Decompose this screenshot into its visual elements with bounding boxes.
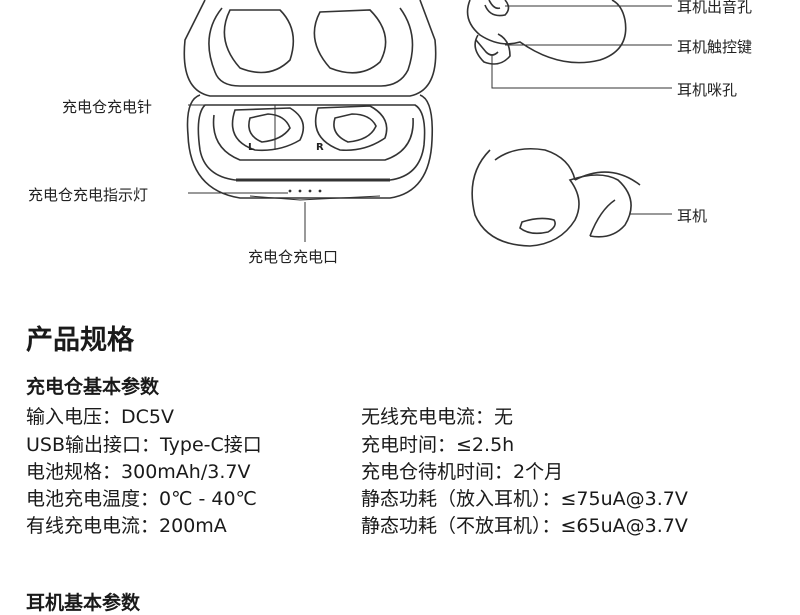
spec-key: 电池充电温度： [26,488,160,510]
spec-value: ≤65uA@3.7V [560,515,688,537]
label-indicator: 充电仓充电指示灯 [28,186,149,204]
left-mark: L [248,142,255,153]
spec-item-usb-port: USB输出接口：Type-C接口 [26,432,262,458]
spec-value: ≤75uA@3.7V [560,488,688,510]
label-ear-part: 耳机 [677,207,708,225]
case-base-drawing [186,94,434,201]
spec-key: 充电仓待机时间： [361,461,514,483]
case-params-title: 充电仓基本参数 [26,376,160,398]
spec-key: 静态功耗（不放耳机）： [361,515,561,537]
spec-value: ≤2.5h [456,434,515,456]
label-touch-key: 耳机触控键 [677,38,753,56]
spec-key: 电池规格： [26,461,122,483]
spec-item-input-voltage: 输入电压：DC5V [26,404,174,430]
earbud-top-drawing [466,0,627,65]
spec-item-wired-current: 有线充电电流：200mA [26,513,227,539]
spec-item-static-with-buds: 静态功耗（放入耳机）：≤75uA@3.7V [361,486,688,512]
spec-key: USB输出接口： [26,434,161,456]
spec-value: 无 [494,406,514,428]
earbud-params-title: 耳机基本参数 [26,592,141,614]
spec-key: 静态功耗（放入耳机）： [361,488,561,510]
spec-value: 300mAh/3.7V [121,461,251,483]
right-mark: R [316,142,324,153]
case-lid-drawing [183,0,437,97]
indicator-dots [288,189,322,193]
spec-value: 0℃ - 40℃ [159,488,257,510]
spec-value: Type-C接口 [160,434,262,456]
spec-value: DC5V [121,406,174,428]
spec-key: 充电时间： [361,434,457,456]
spec-key: 无线充电电流： [361,406,495,428]
spec-key: 有线充电电流： [26,515,160,537]
spec-item-charge-time: 充电时间：≤2.5h [361,432,514,458]
earbud-bottom-drawing [471,147,641,247]
label-mic-hole: 耳机咪孔 [677,81,738,99]
spec-item-charge-temp: 电池充电温度：0℃ - 40℃ [26,486,257,512]
spec-item-static-without-buds: 静态功耗（不放耳机）：≤65uA@3.7V [361,513,688,539]
leader-lines-left [188,104,306,242]
label-charging-pins: 充电仓充电针 [62,98,153,116]
spec-item-standby: 充电仓待机时间：2个月 [361,459,563,485]
label-charging-port: 充电仓充电口 [248,248,339,266]
section-title: 产品规格 [26,325,134,356]
spec-item-wireless-current: 无线充电电流：无 [361,404,513,430]
product-diagram: L R 充电仓充电针 充电仓充电指示灯 充电仓充电口 耳机出音孔 耳机触控键 耳… [0,0,800,300]
label-sound-hole: 耳机出音孔 [677,0,753,16]
spec-value: 2个月 [513,461,564,483]
leader-lines-right-top [491,5,672,89]
spec-key: 输入电压： [26,406,122,428]
spec-item-battery: 电池规格：300mAh/3.7V [26,459,250,485]
spec-value: 200mA [159,515,227,537]
diagram-drawing [183,0,672,247]
